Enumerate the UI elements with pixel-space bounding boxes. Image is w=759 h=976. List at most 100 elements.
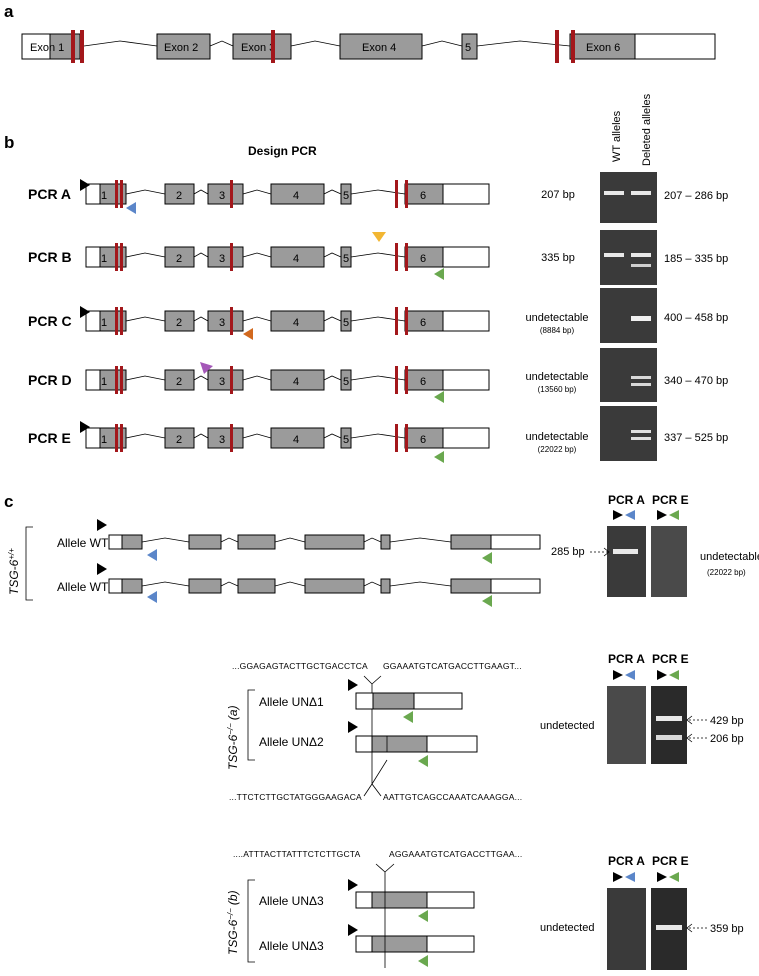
gel-image [600, 406, 657, 461]
forward-primer-arrow [348, 679, 358, 691]
reverse-primer-green-arrow [482, 595, 492, 607]
deleted-band-range: 400 – 458 bp [664, 312, 728, 324]
band-size-label: 429 bp [710, 715, 744, 727]
exon-label-5: 5 [465, 42, 471, 54]
band-size-label: 359 bp [710, 923, 744, 935]
cut-site-marker [555, 30, 559, 63]
reverse-primer-blue-arrow [147, 549, 157, 561]
gel-head: PCR E [652, 493, 689, 507]
gel-band [631, 264, 651, 267]
intron-line [290, 40, 341, 47]
primer-key-blue [625, 872, 635, 882]
pcr-label: PCR C [28, 313, 72, 329]
seq-top-right: GGAAATGTCATGACCTTGAAGT... [383, 661, 522, 671]
exon-num: 5 [343, 253, 349, 265]
gel-image [651, 526, 687, 597]
primer-key-black [657, 510, 667, 520]
primer-key-green [669, 670, 679, 680]
wt-band-label: undetectable [526, 371, 589, 383]
gel-band [604, 253, 624, 257]
seq-top-left: ....ATTTACTTATTTCTCTTGCTA [233, 849, 361, 859]
undetected-label: undetected [540, 720, 594, 732]
gel-col-wt: WT alleles [611, 110, 623, 162]
gel-image [600, 288, 657, 343]
allele-label: Allele WT [57, 580, 109, 594]
group-bracket [247, 879, 255, 963]
exon-num: 1 [101, 190, 107, 202]
forward-primer-arrow [80, 179, 90, 191]
pcr-label: PCR A [28, 186, 71, 202]
genotype-label: TSG-6−/−(a) [226, 705, 241, 770]
exon-num: 2 [176, 190, 182, 202]
reverse-primer-blue-arrow [147, 591, 157, 603]
gel-col-deleted: Deleted alleles [641, 93, 653, 166]
exon-num: 2 [176, 434, 182, 446]
seq-top-right: AGGAAATGTCATGACCTTGAA... [389, 849, 522, 859]
exon6-coding [569, 33, 636, 60]
allele-label: Allele UNΔ3 [259, 894, 324, 908]
forward-primer-yellow-arrow [372, 232, 386, 242]
pcr-row-c: PCR C undetectable (8884 bp) 400 – 458 b… [28, 288, 728, 343]
exon-num: 2 [176, 317, 182, 329]
primer-key-blue [625, 670, 635, 680]
reverse-primer-green-arrow [418, 955, 428, 967]
exon-num: 4 [293, 253, 299, 265]
primer-key-blue [625, 510, 635, 520]
exon3 [232, 33, 292, 60]
group-bracket [25, 526, 33, 601]
gel-band [604, 191, 624, 195]
ko-group-a: ...GGAGAGTACTTGCTGACCTCA GGAAATGTCATGACC… [226, 652, 744, 802]
gel-head: PCR A [608, 652, 645, 666]
exon-label-1: Exon 1 [30, 42, 64, 54]
intron-line [421, 40, 463, 47]
exon-num: 4 [293, 376, 299, 388]
ko-group-b: ....ATTTACTTATTTCTCTTGCTA AGGAAATGTCATGA… [226, 849, 744, 970]
seq-top-left: ...GGAGAGTACTTGCTGACCTCA [232, 661, 368, 671]
exon-num: 4 [293, 434, 299, 446]
panel-c-letter: c [4, 492, 13, 511]
exon5 [461, 33, 478, 60]
primer-key-black [613, 670, 623, 680]
exon-num: 2 [176, 253, 182, 265]
pcr-label: PCR E [28, 430, 71, 446]
band-size-label: 206 bp [710, 733, 744, 745]
band-size-label: 285 bp [551, 546, 585, 558]
gel-head: PCR A [608, 493, 645, 507]
gel-band [613, 549, 638, 554]
exon-num: 1 [101, 253, 107, 265]
intron-line [83, 40, 158, 47]
seq-bottom-left: ...TTCTCTTGCTATGGGAAGACA [229, 792, 362, 802]
gel-image [600, 172, 657, 223]
wt-band-sub: (22022 bp) [538, 445, 577, 454]
deleted-band-range: 337 – 525 bp [664, 432, 728, 444]
gel-band [656, 925, 682, 930]
gene-diagram [85, 365, 490, 395]
gel-band [656, 716, 682, 721]
exon-num: 5 [343, 317, 349, 329]
gel-band [631, 253, 651, 257]
gene-diagram [85, 306, 490, 336]
exon-num: 1 [101, 317, 107, 329]
exon-num: 6 [420, 253, 426, 265]
exon-num: 2 [176, 376, 182, 388]
exon-num: 5 [343, 190, 349, 202]
pcr-label: PCR B [28, 249, 72, 265]
primer-key-black [657, 670, 667, 680]
exon-num: 5 [343, 376, 349, 388]
pcr-label: PCR D [28, 372, 72, 388]
gene-diagram [85, 242, 490, 272]
reverse-primer-green-arrow [418, 910, 428, 922]
forward-primer-arrow [80, 421, 90, 433]
gel-head: PCR E [652, 652, 689, 666]
primer-key-green [669, 872, 679, 882]
gel-image [607, 686, 646, 764]
exon2 [156, 33, 211, 60]
exon-num: 5 [343, 434, 349, 446]
primer-key-black [613, 510, 623, 520]
wt-band-label: undetectable [526, 431, 589, 443]
pcr-row-d: PCR D undetectable (13560 bp) 340 – 470 … [28, 348, 728, 403]
cut-site-marker [571, 30, 575, 63]
gel-head: PCR E [652, 854, 689, 868]
gene-diagram [85, 179, 490, 209]
exon-num: 3 [219, 434, 225, 446]
